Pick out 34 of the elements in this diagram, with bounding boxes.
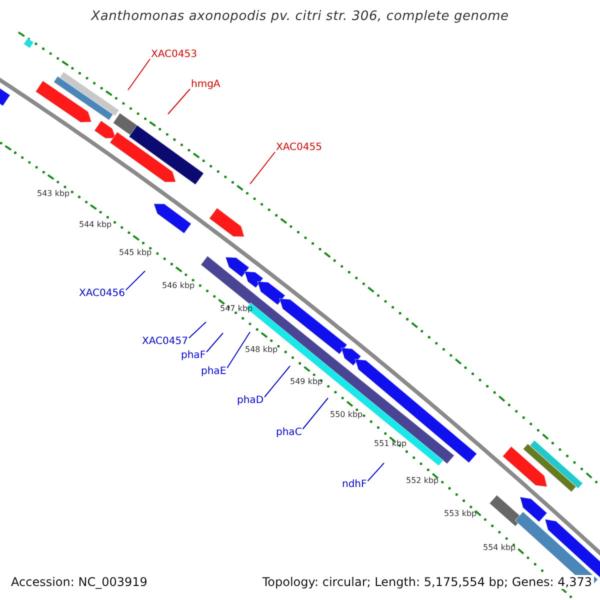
scale-label: 548 kbp — [245, 346, 278, 354]
scale-label: 545 kbp — [119, 249, 152, 257]
accession-text: Accession: NC_003919 — [9, 575, 150, 589]
gene-label: ndhF — [342, 480, 367, 490]
scale-label: 552 kbp — [406, 477, 439, 485]
leader-line — [367, 462, 384, 482]
leader-line — [250, 152, 276, 184]
genome-summary: Topology: circular; Length: 5,175,554 bp; Genes: 4,373 — [260, 575, 594, 589]
scale-label: 550 kbp — [330, 411, 363, 419]
gene-label: XAC0455 — [276, 143, 322, 153]
scale-label: 551 kbp — [374, 440, 407, 448]
scale-label: 549 kbp — [290, 378, 323, 386]
gene-label: phaC — [276, 428, 302, 438]
gene-label: XAC0456 — [79, 289, 125, 299]
leader-line — [168, 88, 190, 114]
scale-label: 554 kbp — [483, 544, 516, 552]
scale-label: 543 kbp — [37, 190, 70, 198]
title: Xanthomonas axonopodis pv. citri str. 306, complete genome — [90, 9, 510, 24]
leader-line — [264, 366, 290, 398]
leader-line — [125, 270, 146, 290]
scale-label: 544 kbp — [79, 221, 112, 229]
gene-label: hmgA — [191, 80, 220, 90]
leader-line — [128, 58, 150, 90]
leader-line — [206, 332, 224, 352]
gene-label: XAC0453 — [151, 50, 197, 60]
gene-label: phaE — [201, 367, 226, 377]
leader-line — [302, 398, 328, 430]
gene-label: XAC0457 — [142, 337, 188, 347]
scale-label: 553 kbp — [444, 510, 477, 518]
gene-label: phaD — [237, 396, 264, 406]
gene-label: phaF — [181, 351, 206, 361]
leader-line — [226, 332, 250, 368]
leader-line — [188, 322, 206, 338]
scale-label: 546 kbp — [162, 282, 195, 290]
